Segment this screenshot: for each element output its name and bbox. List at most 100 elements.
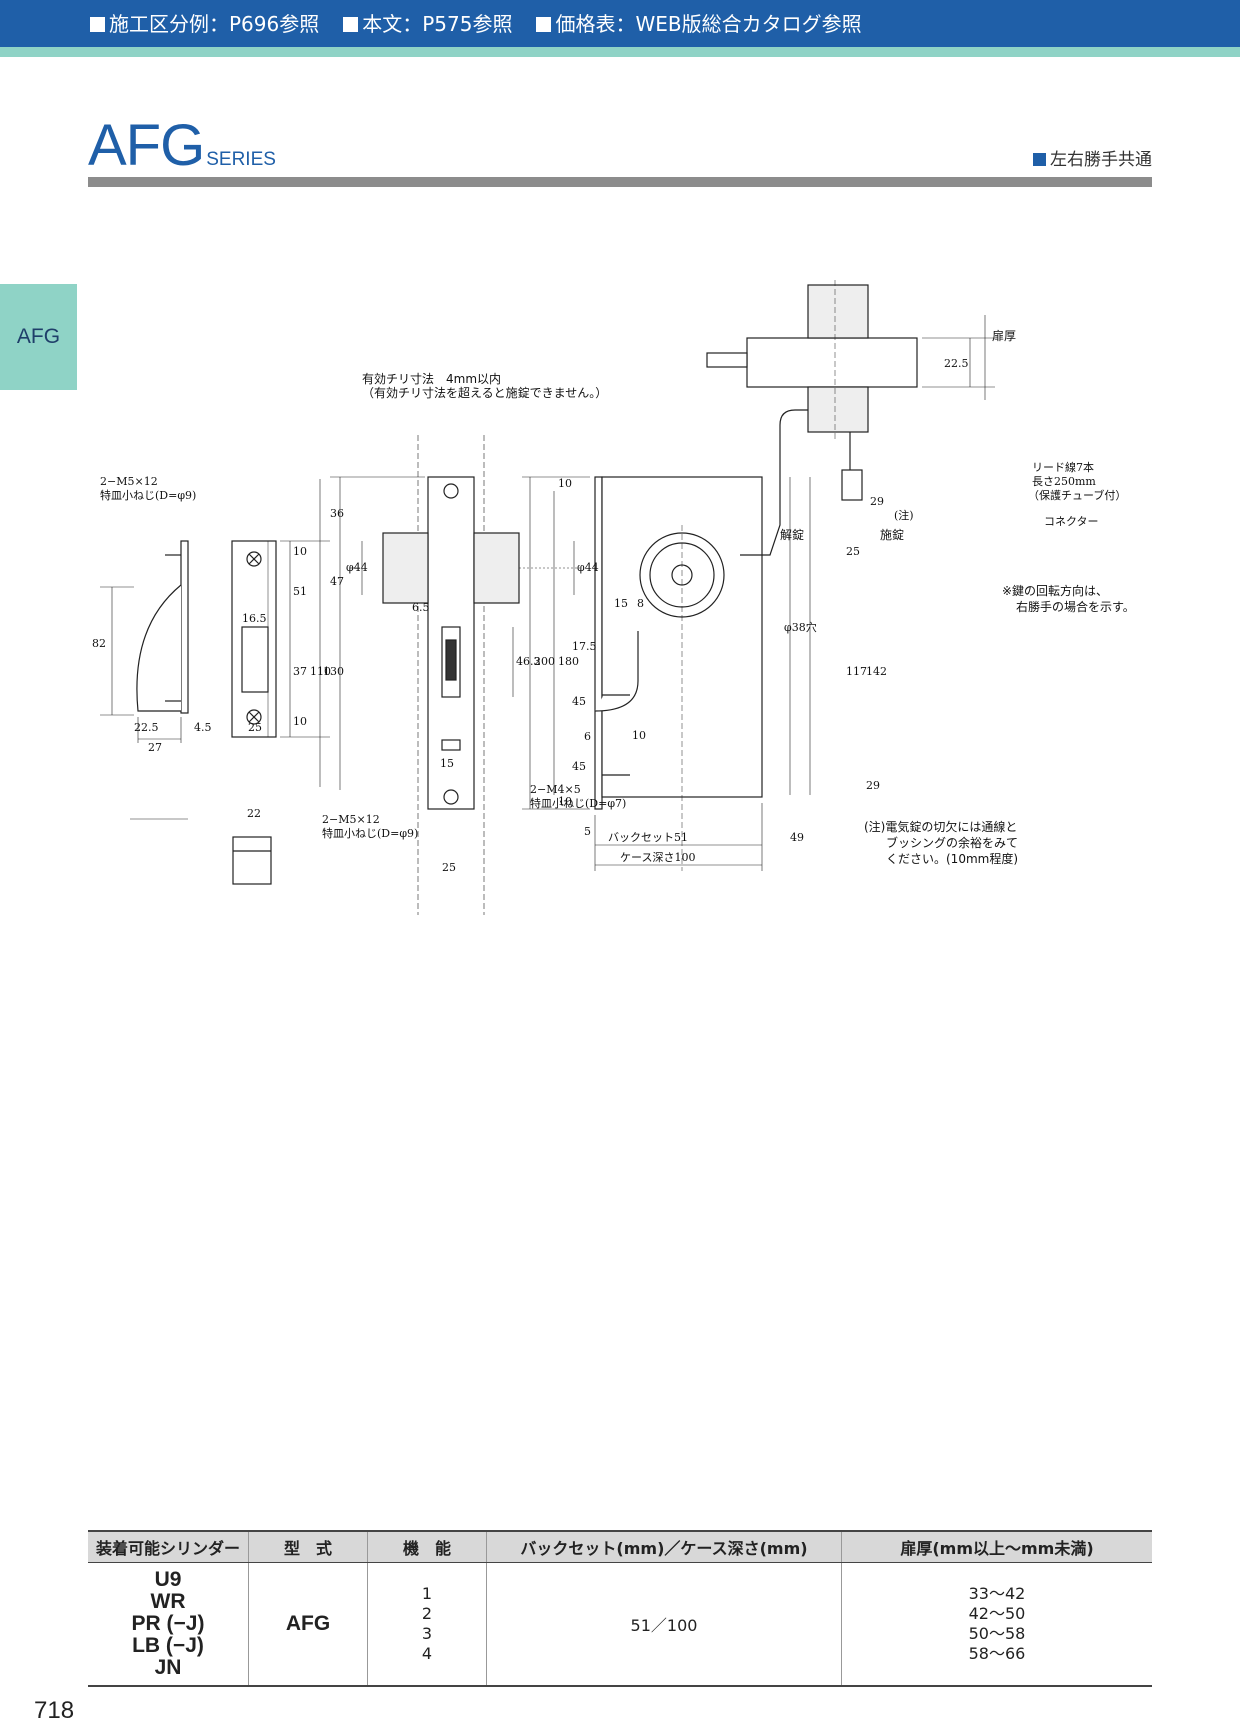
front-screw-1-head-label: 特皿小ねじ(D=φ9) [322,826,418,840]
header-ref-body: 本文：P575参照 [343,10,512,38]
dim-49: 49 [790,831,804,844]
backset-note-2: （有効チリ寸法を超えると施錠できません。） [362,385,607,400]
dim-17-5: 17.5 [572,640,597,653]
hole-label: φ38穴 [784,620,817,634]
note-mark: (注) [894,508,914,522]
dim-29-bottom: 29 [866,779,880,792]
connector-label: コネクター [1044,515,1099,528]
rotation-note-2: 右勝手の場合を示す。 [1016,599,1135,614]
footnote-3: ください。(10mm程度) [886,851,1018,866]
cylinder-list: U9 WR PR (−J) LB (−J) JN [88,1562,249,1687]
front-screw-1-label: 2−M5×12 [322,813,380,826]
dim-117: 117 [846,665,867,678]
header-ref-text: 本文：P575参照 [362,12,513,36]
header-stripe [0,47,1240,57]
dim-8: 8 [637,597,644,610]
dim-25-side: 25 [846,545,860,558]
dim-10-bottom: 10 [293,715,307,728]
function-item: 4 [421,1644,433,1663]
dim-180: 180 [558,655,579,668]
dim-25-strike: 25 [248,721,262,734]
dim-4-5: 4.5 [194,721,212,734]
header-ref-text: 施工区分例：P696参照 [109,12,320,36]
door-thickness-label: 扉厚 [992,329,1016,343]
dim-27: 27 [148,741,162,754]
header-ref-text: 価格表：WEB版総合カタログ参照 [555,12,862,36]
header-bar [0,0,1240,47]
header-model: 型 式 [248,1530,368,1563]
dim-phi44-left: φ44 [346,561,368,574]
dim-10-side: 10 [632,729,646,742]
lead-wire-label-1: リード線7本 [1032,460,1094,474]
footnote-1: (注)電気錠の切欠には通線と [864,819,1017,834]
dim-46-3: 46.3 [516,655,541,668]
rotation-note-1: ※鍵の回転方向は、 [1002,583,1108,598]
dim-22-5: 22.5 [134,721,159,734]
series-suffix: SERIES [206,149,276,170]
case-depth-dim-label: ケース深さ100 [620,851,695,864]
square-bullet-icon [1033,153,1046,166]
strike-screw-label: 2−M5×12 [100,475,158,488]
lock-side-view [522,409,863,871]
header-ref-construction: 施工区分例：P696参照 [90,10,319,38]
header-function: 機 能 [367,1530,487,1563]
dim-5: 5 [584,825,591,838]
dim-37: 37 [293,665,307,678]
header-ref-price: 価格表：WEB版総合カタログ参照 [536,10,862,38]
dim-6: 6 [584,730,591,743]
table-row: U9 WR PR (−J) LB (−J) JN AFG 1 2 3 4 51／… [88,1562,1152,1687]
handing-note-text: 左右勝手共通 [1050,150,1152,170]
dim-10-side-top: 10 [558,477,572,490]
dim-110: 110 [310,665,331,678]
dim-22-5-top: 22.5 [944,357,969,370]
cylinder-item: U9 [154,1568,182,1591]
model-cell: AFG [248,1562,368,1687]
dim-25-front: 25 [442,861,456,874]
header-cylinder: 装着可能シリンダー [88,1530,249,1563]
page-number: 718 [34,1697,75,1724]
dim-15-side: 15 [614,597,628,610]
dim-130: 130 [323,665,344,678]
unlock-label: 解錠 [780,527,804,542]
handing-note: 左右勝手共通 [1033,145,1152,170]
strike-screw-head-label: 特皿小ねじ(D=φ9) [100,488,196,502]
dim-200: 200 [534,655,555,668]
door-thickness-list: 33〜42 42〜50 50〜58 58〜66 [841,1562,1152,1687]
door-thickness-item: 42〜50 [968,1604,1026,1623]
technical-drawing: 2−M5×12 特皿小ねじ(D=φ9) 有効チリ寸法 4mm以内 （有効チリ寸法… [92,280,1135,915]
header-references: 施工区分例：P696参照 本文：P575参照 価格表：WEB版総合カタログ参照 [90,10,862,38]
dim-phi44-right: φ44 [577,561,599,574]
door-thickness-item: 50〜58 [968,1624,1026,1643]
side-index-tab[interactable]: AFG [0,284,77,390]
dim-15-front: 15 [440,757,454,770]
function-item: 1 [421,1584,433,1603]
function-list: 1 2 3 4 [367,1562,487,1687]
strike-side-view [100,540,189,820]
cylinder-item: LB (−J) [132,1634,204,1657]
dim-82: 82 [92,637,106,650]
cylinder-item: PR (−J) [131,1612,205,1635]
backset-note-1: 有効チリ寸法 4mm以内 [362,371,501,386]
function-item: 2 [421,1604,433,1623]
door-thickness-item: 58〜66 [968,1644,1026,1663]
dim-6-5: 6.5 [412,601,430,614]
dim-10-side-bottom: 10 [558,795,572,808]
lock-top-view [706,280,995,440]
dim-142: 142 [866,665,887,678]
header-backset-case: バックセット(mm)／ケース深さ(mm) [486,1530,842,1563]
front-screw-2-head-label: 特皿小ねじ(D=φ7) [530,796,626,810]
cylinder-item: WR [150,1590,186,1613]
dim-16-5: 16.5 [242,612,267,625]
square-bullet-icon [90,17,105,32]
dim-10-top: 10 [293,545,307,558]
lock-label: 施錠 [880,527,904,542]
strike-front-view [231,479,330,885]
door-thickness-item: 33〜42 [968,1584,1026,1603]
dim-45-lower: 45 [572,760,586,773]
function-item: 3 [421,1624,433,1643]
front-screw-2-label: 2−M4×5 [530,783,581,796]
dim-36: 36 [330,507,344,520]
square-bullet-icon [343,17,359,32]
lock-front-view [330,435,580,915]
cylinder-item: JN [154,1656,182,1679]
